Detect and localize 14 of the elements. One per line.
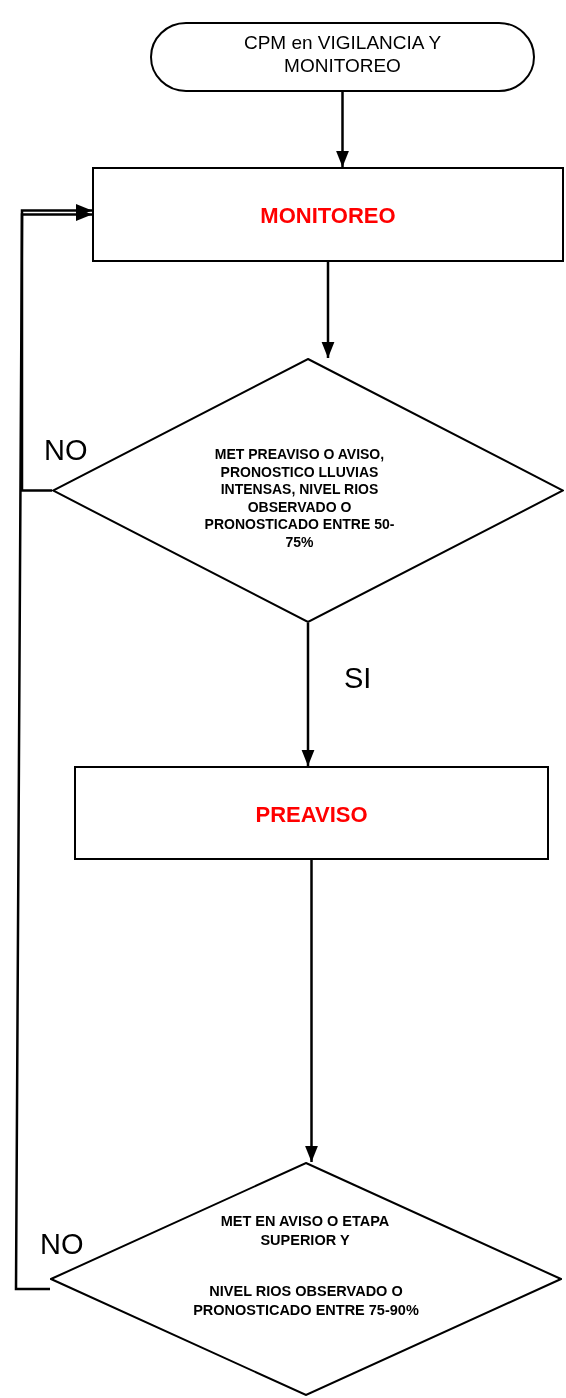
node-label: PREAVISO (254, 802, 369, 829)
arrow (321, 262, 335, 358)
edge-label: NO (44, 436, 88, 465)
decision-text: MET EN AVISO O ETAPA SUPERIOR Y (219, 1212, 391, 1250)
arrow (305, 860, 318, 1162)
arrow (336, 92, 349, 167)
arrow (20, 204, 92, 492)
node-label: MONITOREO (259, 203, 397, 230)
arrow (301, 623, 315, 766)
node-label: CPM en VIGILANCIA Y MONITOREO (242, 32, 443, 78)
edge-label: NO (40, 1230, 84, 1259)
decision-text: MET PREAVISO O AVISO, PRONOSTICO LLUVIAS INTENSAS, NIVEL RIOS OBSERVADO O PRONOSTICADO ENTRE 50-75% (203, 446, 396, 551)
decision-text: NIVEL RIOS OBSERVADO O PRONOSTICADO ENTRE 75-90% (192, 1282, 420, 1320)
edge-label: SI (344, 664, 372, 693)
